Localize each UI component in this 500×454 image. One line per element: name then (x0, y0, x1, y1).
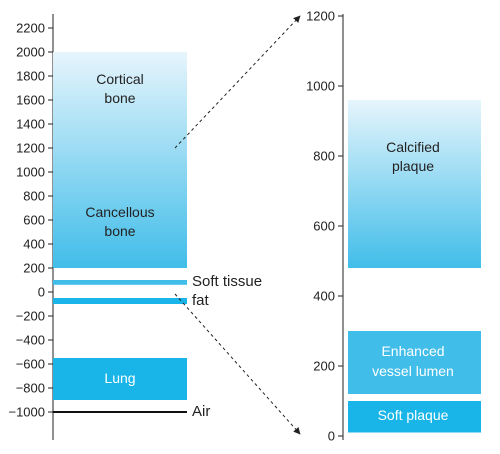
right-tick-label: 800 (313, 149, 335, 164)
soft-plaque-band (348, 401, 481, 433)
left-tick-label: 1600 (16, 93, 45, 108)
air-label: Air (192, 403, 210, 420)
calcified-plaque-label-2: plaque (392, 158, 434, 174)
right-scale: 1200 1000 800 600 400 200 0 Calcified plaque E… (306, 9, 481, 444)
lung-label: Lung (104, 370, 135, 386)
arrow-to-top (174, 15, 301, 149)
left-tick-label: 400 (23, 237, 45, 252)
left-tick-label: 2200 (16, 21, 45, 36)
cancellous-bone-label-1: Cancellous (85, 204, 154, 220)
left-tick-label: 2000 (16, 45, 45, 60)
left-tick-label: 1200 (16, 141, 45, 156)
left-tick-label: −200 (16, 309, 45, 324)
left-scale: 2200200018001600140012001000800600400200… (8, 14, 262, 440)
cortical-bone-label-1: Cortical (96, 71, 143, 87)
bone-band (53, 52, 187, 268)
cancellous-bone-label-2: bone (104, 223, 135, 239)
left-tick-label: 1000 (16, 165, 45, 180)
left-tick-label: 800 (23, 189, 45, 204)
right-tick-label: 1200 (306, 9, 335, 24)
fat-band (53, 298, 187, 304)
enhanced-vessel-label-1: Enhanced (381, 343, 444, 359)
enhanced-vessel-band (348, 331, 481, 394)
right-tick-label: 1000 (306, 79, 335, 94)
right-tick-label: 0 (328, 429, 335, 444)
enhanced-vessel-label-2: vessel lumen (372, 363, 454, 379)
right-tick-label: 400 (313, 289, 335, 304)
left-tick-label: −800 (16, 381, 45, 396)
right-tick-label: 200 (313, 359, 335, 374)
left-tick-label: 1400 (16, 117, 45, 132)
calcified-plaque-band (348, 100, 481, 268)
calcified-plaque-label-1: Calcified (386, 139, 440, 155)
left-tick-label: 0 (38, 285, 45, 300)
soft-tissue-label: Soft tissue (192, 273, 262, 290)
fat-label: fat (192, 292, 210, 309)
soft-tissue-band (53, 280, 187, 285)
right-ticks: 1200 1000 800 600 400 200 0 (306, 9, 343, 444)
left-tick-label: 1800 (16, 69, 45, 84)
left-tick-label: −600 (16, 357, 45, 372)
lung-band (53, 358, 187, 400)
right-tick-label: 600 (313, 219, 335, 234)
arrow-to-bottom (174, 293, 301, 435)
left-tick-label: 600 (23, 213, 45, 228)
left-tick-label: −400 (16, 333, 45, 348)
cortical-bone-label-2: bone (104, 90, 135, 106)
left-tick-label: 200 (23, 261, 45, 276)
left-ticks: 2200200018001600140012001000800600400200… (8, 21, 53, 420)
soft-plaque-label: Soft plaque (378, 407, 449, 423)
left-tick-label: −1000 (8, 405, 45, 420)
